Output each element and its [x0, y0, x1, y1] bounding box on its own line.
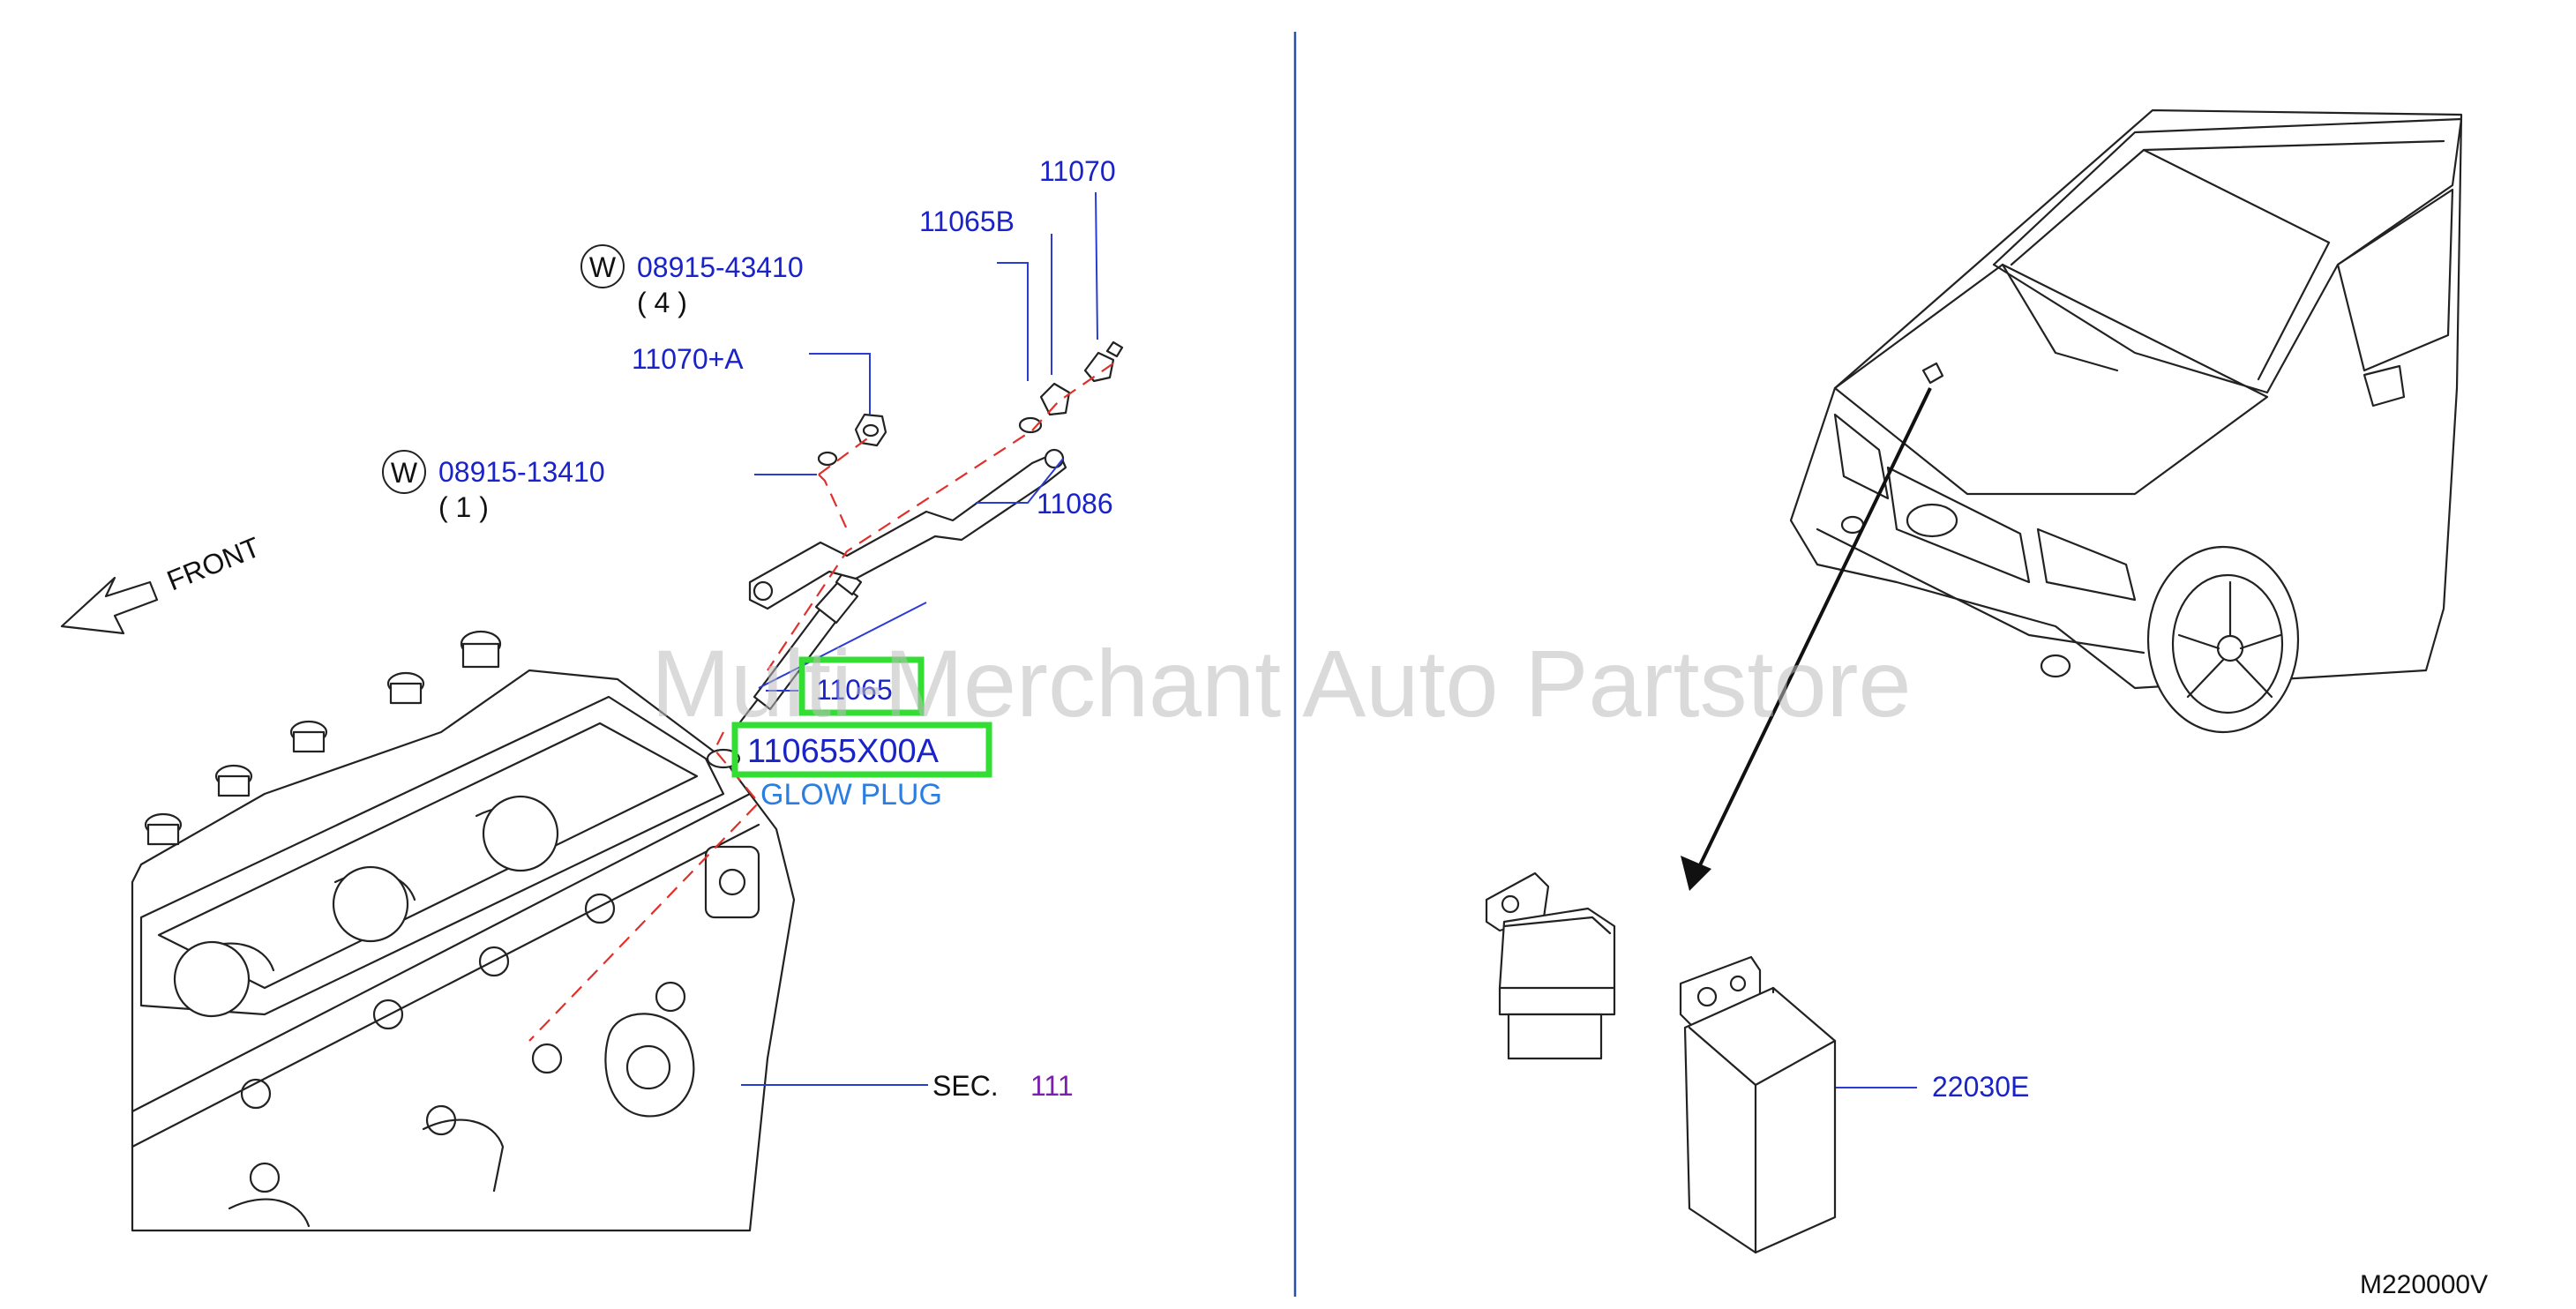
glow-plug-name: GLOW PLUG	[760, 778, 942, 812]
glow-relay-22030e-drawing	[1679, 955, 1837, 1254]
bus-bar-part-number[interactable]: 11086	[1037, 488, 1113, 520]
location-pointer-arrow	[1681, 387, 1932, 891]
leader-lines	[741, 191, 1917, 1088]
section-number[interactable]: 111	[1030, 1070, 1074, 1102]
nut-washer-drawings	[817, 340, 1124, 467]
bolt-a-part-number[interactable]: 08915-43410	[637, 251, 804, 283]
bus-bar-drawing	[748, 448, 1067, 610]
vehicle-drawing	[1789, 108, 2463, 734]
engine-cylinder-head-drawing	[131, 630, 796, 1232]
nut-a-part-number[interactable]: 11070+A	[632, 343, 744, 375]
glow-plug-drawing	[738, 568, 863, 725]
bolt-a-quantity: ( 4 )	[637, 287, 687, 318]
terminal-part-number[interactable]: 11070	[1039, 155, 1116, 187]
glow-plug-part-number[interactable]: 110655X00A	[747, 733, 940, 770]
washer-symbol-a: W	[580, 244, 625, 288]
relay-part-number[interactable]: 22030E	[1932, 1071, 2029, 1103]
glow-plug-ref-number[interactable]: 11065	[816, 674, 893, 706]
glow-relay-small-drawing	[1485, 871, 1616, 1060]
section-prefix: SEC.	[932, 1070, 999, 1102]
glow-plug-ref-highlight	[798, 656, 925, 716]
bolt-b-quantity: ( 1 )	[438, 491, 489, 523]
bolt-b-part-number[interactable]: 08915-13410	[438, 456, 605, 488]
svg-text:W: W	[391, 457, 418, 489]
front-label: FRONT	[162, 531, 265, 597]
diagram-code: M220000V	[2360, 1270, 2488, 1299]
watermark-text: Multi-Merchant Auto Partstore	[651, 630, 1912, 737]
glow-plug-part-highlight	[731, 722, 992, 778]
nut-b-part-number[interactable]: 11065B	[919, 206, 1015, 237]
svg-text:W: W	[589, 251, 617, 283]
washer-symbol-b: W	[382, 450, 426, 494]
front-direction-arrow: FRONT	[60, 531, 265, 635]
